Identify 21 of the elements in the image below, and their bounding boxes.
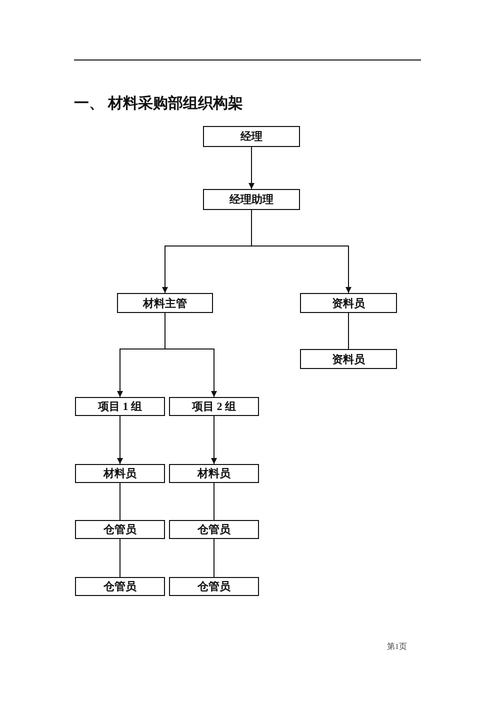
position-box: 资料员	[300, 293, 397, 313]
position-box: 项目 1 组	[75, 397, 165, 416]
page-number: 第1页	[387, 641, 407, 652]
arrow	[164, 312, 217, 398]
position-box: 仓管员	[169, 577, 259, 596]
arrow	[251, 210, 352, 294]
position-box: 材料主管	[117, 293, 213, 313]
position-box: 仓管员	[169, 520, 259, 539]
position-box: 项目 2 组	[169, 397, 259, 416]
position-box: 资料员	[300, 349, 397, 369]
arrow	[248, 146, 254, 190]
section-title: 一、 材料采购部组织构架	[74, 94, 243, 113]
position-box: 材料员	[169, 464, 259, 483]
position-box: 材料员	[75, 464, 165, 483]
position-box: 经理	[203, 126, 300, 147]
arrow	[211, 416, 217, 464]
connector-line	[348, 312, 349, 350]
position-box: 仓管员	[75, 520, 165, 539]
arrow	[117, 416, 123, 464]
position-box: 仓管员	[75, 577, 165, 596]
position-box: 经理助理	[203, 189, 300, 210]
